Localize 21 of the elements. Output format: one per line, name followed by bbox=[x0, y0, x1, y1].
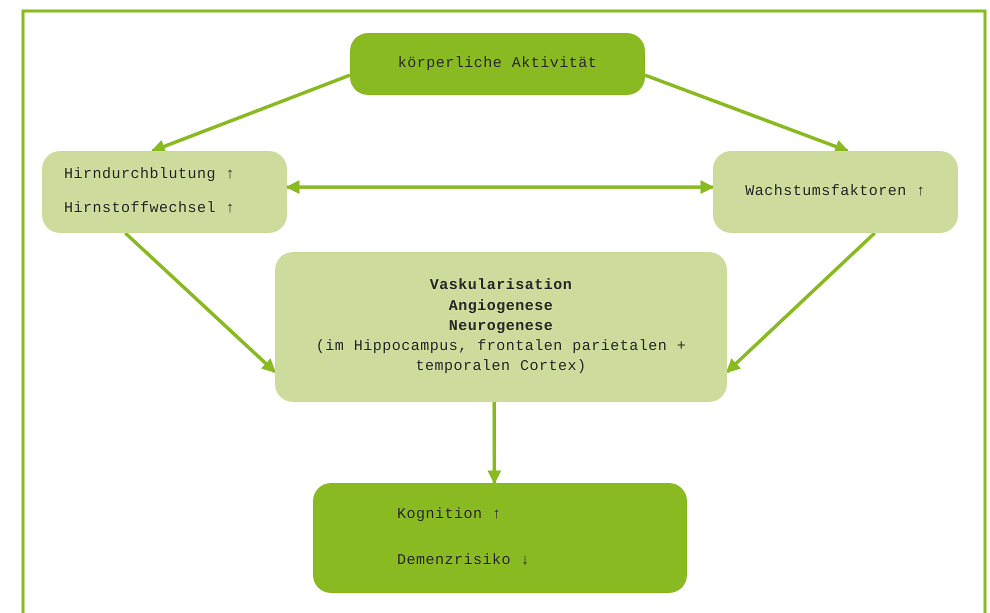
node-text: Kognition ↑ bbox=[397, 504, 502, 525]
arrow bbox=[487, 402, 502, 484]
process-box bbox=[275, 252, 727, 402]
heading-text: Angiogenese bbox=[448, 296, 554, 317]
arrow bbox=[644, 74, 850, 154]
arrow bbox=[150, 74, 351, 154]
process-box bbox=[713, 151, 958, 233]
highlight-box bbox=[313, 483, 687, 593]
node-text: Hirndurchblutung ↑ bbox=[64, 164, 236, 185]
process-box bbox=[42, 151, 287, 233]
highlight-box bbox=[350, 33, 645, 95]
node-text: Hirnstoffwechsel ↑ bbox=[64, 199, 236, 219]
node-text: (im Hippocampus, frontalen parietalen + temporalen Cortex) bbox=[314, 337, 688, 378]
arrow bbox=[286, 180, 714, 194]
node-text: Demenzrisiko ↓ bbox=[397, 551, 530, 571]
arrow bbox=[124, 232, 276, 374]
node-text: Wachstumsfaktoren ↑ bbox=[745, 182, 926, 202]
node-text: körperliche Aktivität bbox=[398, 54, 598, 74]
heading-text: Vaskularisation bbox=[430, 276, 572, 296]
arrow bbox=[726, 232, 876, 374]
heading-text: Neurogenese bbox=[448, 316, 554, 337]
